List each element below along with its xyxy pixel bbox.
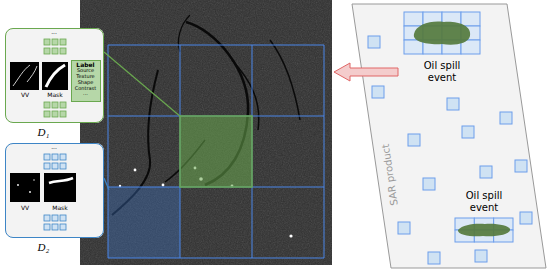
- sample-square: [44, 154, 50, 160]
- leader-line: [104, 52, 181, 117]
- sample-square: [60, 102, 66, 108]
- sample-square: [52, 154, 58, 160]
- vv-image: [10, 62, 39, 90]
- sample-square: [52, 215, 58, 221]
- mask-shape: [49, 178, 73, 183]
- sample-patch: [461, 12, 480, 26]
- panel-fill: [5, 28, 104, 123]
- image-caption: ...: [51, 144, 57, 151]
- sample-square: [52, 224, 58, 230]
- sample-square: [60, 154, 66, 160]
- sample-patch: [447, 98, 459, 110]
- event-label: Oil spill event: [453, 190, 515, 213]
- sample-patch: [368, 36, 380, 48]
- sample-square: [44, 224, 50, 230]
- sample-square: [60, 224, 66, 230]
- sample-square: [60, 215, 66, 221]
- sample-square: [60, 163, 66, 169]
- mask-shape: [46, 65, 65, 87]
- oil-spill-blob: [414, 22, 470, 45]
- sample-square: [60, 48, 66, 54]
- vv-slick: [13, 65, 37, 86]
- event-label: Oil spill event: [411, 60, 473, 83]
- sar-product-outline: [352, 4, 546, 268]
- ship-dot: [134, 169, 137, 172]
- ship-dot: [17, 184, 19, 186]
- sample-square: [44, 39, 50, 45]
- mask-image: [44, 173, 76, 202]
- sample-square: [52, 163, 58, 169]
- sample-square: [60, 111, 66, 117]
- spill-figure: [404, 12, 480, 54]
- grid-line: [108, 258, 324, 259]
- oil-spill-region: Oil spill event: [404, 12, 480, 54]
- grid-line: [324, 45, 325, 258]
- dataset-panel: D₂: [5, 143, 104, 238]
- ship-dot: [289, 234, 292, 237]
- sample-patch: [475, 250, 487, 262]
- image-caption: Mask: [47, 92, 62, 99]
- selected-cell: [180, 116, 252, 187]
- vv-dots: [17, 179, 35, 193]
- label-heading: Label: [73, 62, 99, 69]
- ship-dot: [162, 184, 165, 187]
- vv-image: [10, 173, 40, 202]
- dataset-label: D₂: [38, 241, 50, 254]
- sar-background: [80, 0, 332, 265]
- panel-fill: [5, 143, 104, 238]
- sample-square: [44, 163, 50, 169]
- oil-spill-blob: [458, 224, 510, 237]
- grid-line: [108, 45, 109, 258]
- spill-figure: [455, 218, 513, 242]
- sample-patch: [520, 212, 532, 224]
- sample-patch: [423, 178, 435, 190]
- selected-cell-outline: [180, 116, 252, 187]
- sample-patch: [462, 126, 474, 138]
- sample-patch: [372, 86, 384, 98]
- selected-cell: [108, 187, 180, 258]
- zoom-arrow: [334, 63, 398, 81]
- sample-patch: [398, 222, 410, 234]
- grid-line: [108, 45, 324, 46]
- sample-square: [52, 111, 58, 117]
- label-attributes: Source Texture Shape Contrast ...: [73, 68, 99, 97]
- sar-image: [80, 0, 332, 265]
- sample-square: [52, 39, 58, 45]
- oil-spill-region: Oil spill event: [455, 218, 513, 242]
- sample-patch: [480, 166, 492, 178]
- dataset-panel: LabelSource Texture Shape Contrast ...D₁: [5, 28, 104, 123]
- sample-patch: [515, 160, 527, 172]
- sar-product-sheet: Oil spill eventOil spill eventSAR produc…: [352, 4, 546, 268]
- image-caption: VV: [21, 205, 29, 212]
- sample-square: [44, 111, 50, 117]
- mask-image: [42, 62, 68, 90]
- sample-patch: [500, 112, 512, 124]
- sample-square: [52, 102, 58, 108]
- ship-dot: [29, 191, 31, 193]
- sar-speckle: [80, 0, 332, 265]
- dataset-label: D₁: [38, 126, 50, 139]
- sample-patch: [404, 12, 423, 26]
- sample-square: [52, 48, 58, 54]
- sample-square: [44, 48, 50, 54]
- image-caption: ...: [51, 29, 57, 36]
- image-caption: Mask: [52, 205, 67, 212]
- sample-patch: [428, 252, 440, 264]
- sample-square: [44, 215, 50, 221]
- sample-square: [44, 102, 50, 108]
- sample-patch: [408, 134, 420, 146]
- leader-line: [104, 178, 109, 190]
- ship-dot: [33, 179, 34, 180]
- sample-square: [60, 39, 66, 45]
- image-caption: VV: [21, 92, 29, 99]
- oil-slick: [270, 40, 300, 120]
- label-box: LabelSource Texture Shape Contrast ...: [71, 60, 101, 102]
- patch-grid: [108, 45, 324, 258]
- sample-patch: [404, 40, 423, 54]
